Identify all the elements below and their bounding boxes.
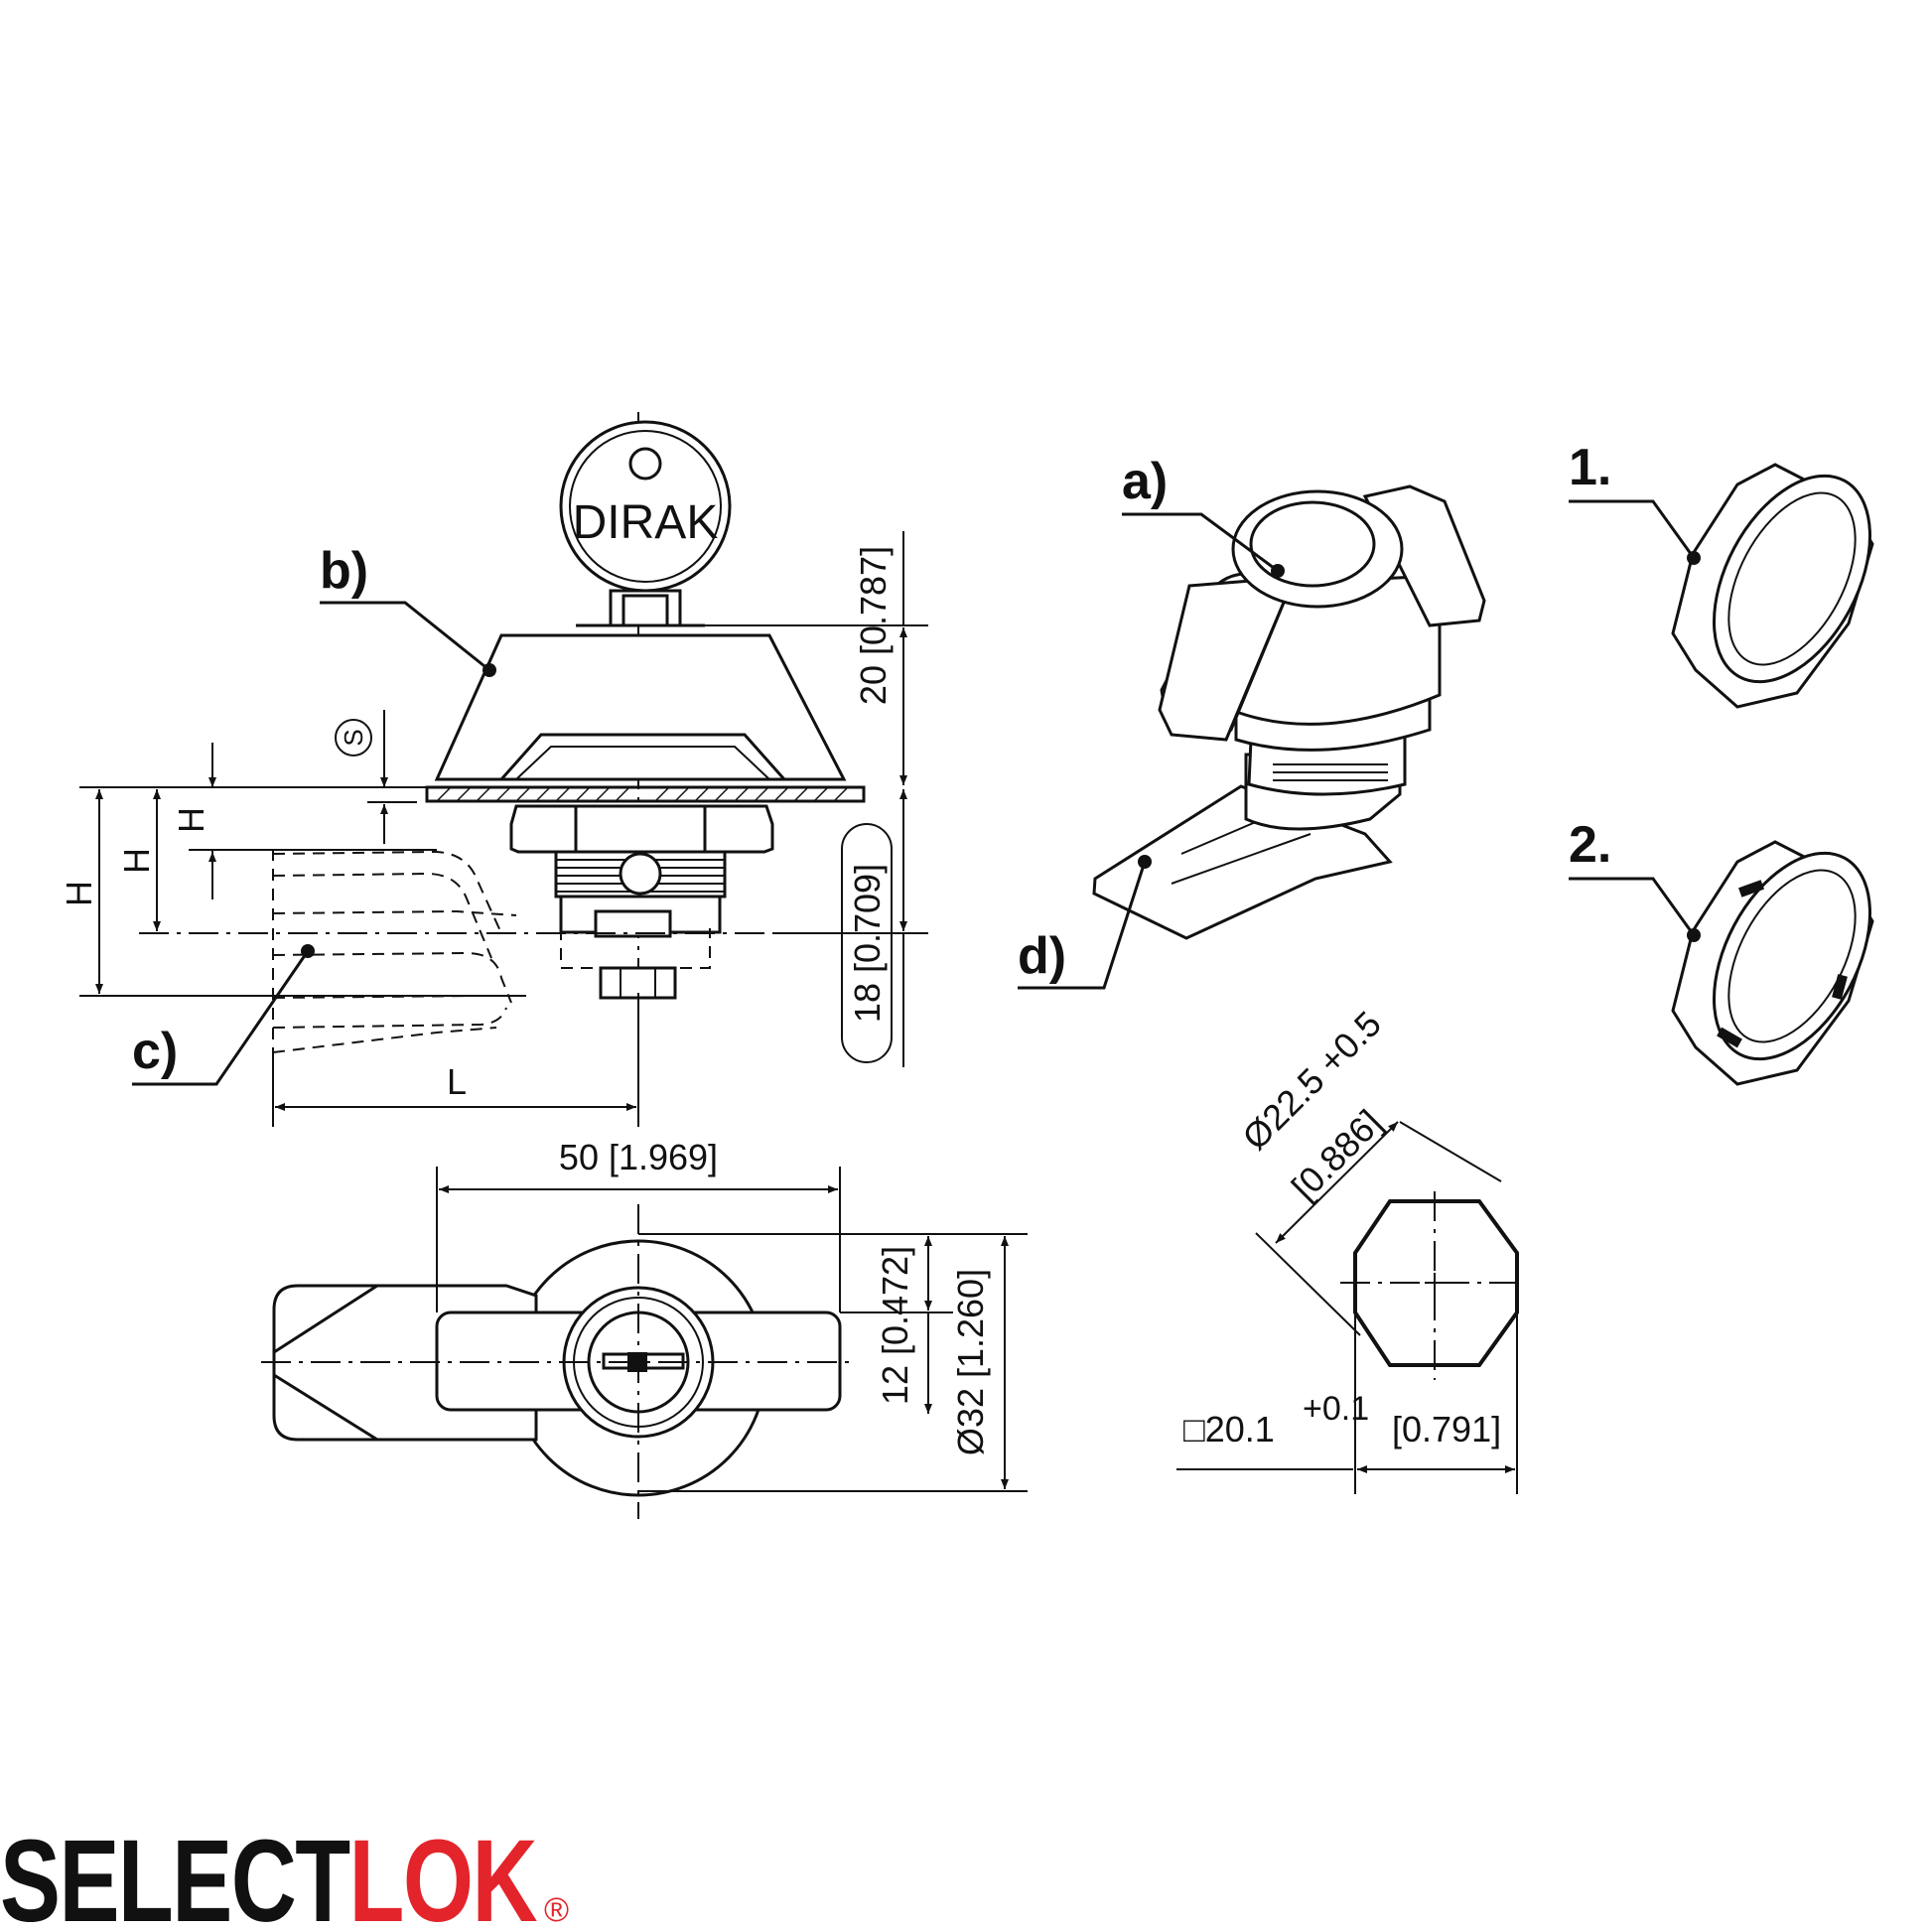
l-dimension: L [272, 993, 639, 1127]
body-iso [1229, 574, 1442, 726]
h-dimensions: H H H S [59, 710, 864, 997]
nut-2: 2. [1569, 816, 1874, 1086]
callout-c-label: c) [132, 1023, 178, 1080]
callout-d-label: d) [1018, 927, 1066, 985]
thread-iso [1273, 763, 1388, 781]
callout-1-label: 1. [1569, 439, 1611, 496]
nut-1: 1. [1569, 439, 1874, 709]
key-brand-label: DIRAK [573, 496, 719, 549]
dim-20: 20 [0.787] [680, 531, 928, 785]
dim-32: Ø32 [1.260] [638, 1233, 1028, 1492]
square-inch-label: [0.791] [1392, 1409, 1501, 1449]
square-tol-label: +0.1 [1303, 1390, 1369, 1428]
top-view: 50 [1.969] 12 [0.472] Ø32 [1.260] [261, 1137, 1028, 1519]
callout-1: 1. [1569, 439, 1701, 565]
dim-18-label: 18 [0.709] [847, 864, 888, 1023]
dim-20-label: 20 [0.787] [853, 546, 894, 705]
wing-right-iso [1362, 484, 1486, 627]
h-label-outer: H [59, 881, 99, 906]
logo-text: SELECTLOK [0, 1816, 537, 1932]
isometric-view: a) d) [1018, 453, 1486, 990]
cutout-view: Ø22.5 +0.5 [0.886] □20.1 +0.1 [0.791] [1176, 1003, 1524, 1494]
callout-b: b) [320, 542, 496, 677]
dim-50: 50 [1.969] [436, 1137, 841, 1312]
logo-registered: ® [544, 1891, 569, 1929]
logo-part-lok: LOK [349, 1816, 538, 1932]
panel-hatching [436, 786, 849, 802]
cutout-shape [1353, 1199, 1519, 1367]
dim-32-label: Ø32 [1.260] [950, 1269, 991, 1455]
dim-50-label: 50 [1.969] [559, 1137, 718, 1177]
callout-b-label: b) [320, 542, 368, 600]
selectlok-logo: SELECTLOK ® [0, 1816, 569, 1932]
callout-2-label: 2. [1569, 816, 1611, 874]
dim-12-label: 12 [0.472] [875, 1246, 915, 1405]
dim-18: 18 [0.709] [774, 789, 928, 1067]
callout-c: c) [132, 944, 315, 1086]
hex-nut-side [509, 804, 774, 854]
h-label-middle: H [116, 848, 157, 874]
side-view: DIRAK [59, 412, 928, 1127]
panel-plate [425, 785, 866, 803]
callout-d: d) [1018, 855, 1152, 990]
callout-a-label: a) [1122, 453, 1168, 510]
callout-a: a) [1122, 453, 1285, 578]
cam-positions-dashed [272, 849, 711, 1057]
l-label: L [447, 1061, 467, 1102]
logo-part-select: SELECT [0, 1816, 349, 1932]
callout-2: 2. [1569, 816, 1701, 942]
square-size-label: □20.1 [1183, 1409, 1275, 1449]
s-symbol: S [339, 729, 368, 746]
h-label-inner: H [171, 807, 211, 833]
